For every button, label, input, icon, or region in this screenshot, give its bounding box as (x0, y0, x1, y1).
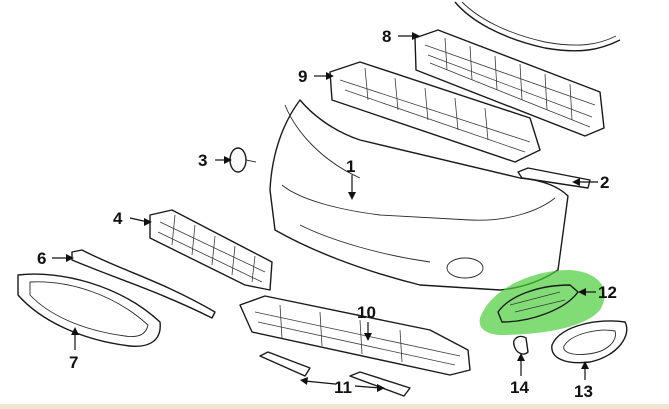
callout-12: 12 (598, 283, 617, 302)
callout-8: 8 (382, 27, 391, 46)
reinforcement-beam (414, 29, 605, 137)
bumper-fascia (269, 99, 569, 291)
leader-arrowheads (66, 32, 589, 392)
side-bracket (517, 167, 591, 189)
callout-6: 6 (37, 249, 46, 268)
air-deflectors (259, 351, 411, 397)
callout-3: 3 (198, 151, 207, 170)
lower-grille-surround (17, 273, 161, 347)
callout-13: 13 (574, 382, 593, 401)
callout-10: 10 (357, 303, 376, 322)
clip-part (229, 147, 257, 173)
highlight-glow (479, 270, 605, 335)
splash-shield (239, 295, 471, 376)
energy-absorber (329, 61, 541, 163)
fog-lamp-bezel-highlighted (479, 270, 605, 335)
upper-grille (149, 209, 273, 291)
callout-2: 2 (600, 173, 609, 192)
callout-14: 14 (510, 378, 529, 397)
grille-trim-strip (71, 249, 216, 319)
retainer-clip (513, 335, 529, 355)
callout-7: 7 (69, 353, 78, 372)
callout-1: 1 (346, 157, 355, 176)
leader-lines (52, 35, 598, 389)
top-trim-strip (454, 1, 621, 52)
callout-11: 11 (334, 378, 352, 397)
fog-lamp-trim-ring (551, 320, 628, 364)
bottom-edge-band (0, 404, 669, 409)
callout-4: 4 (113, 209, 123, 228)
callout-9: 9 (298, 67, 307, 86)
